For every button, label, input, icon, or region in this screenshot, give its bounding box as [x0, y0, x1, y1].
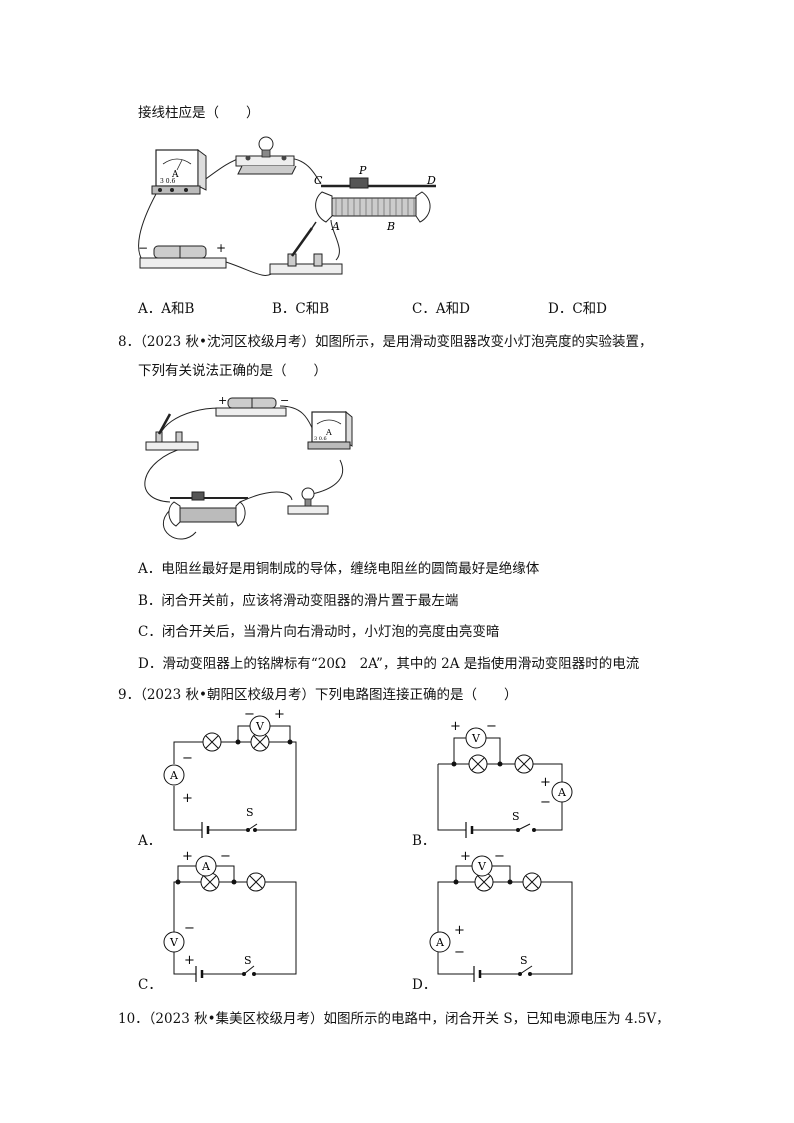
- switch-label: S: [244, 954, 252, 967]
- circuit-a-figure: V A S − + − +: [163, 707, 297, 838]
- svg-text:+: +: [182, 849, 193, 864]
- svg-text:+: +: [274, 707, 285, 722]
- switch-label: S: [512, 810, 520, 823]
- ammeter-scale-text: 3 0.6: [314, 436, 327, 442]
- ammeter-label: A: [169, 769, 179, 782]
- light-bulb-device: [287, 487, 329, 515]
- svg-text:−: −: [540, 795, 551, 810]
- q10-stem: 10．（2023 秋•集美区校级月考）如图所示的电路中，闭合开关 S，已知电源电…: [118, 1011, 670, 1027]
- q7-option-b[interactable]: B．C和B: [272, 301, 330, 317]
- terminal-A-label: A: [331, 220, 340, 233]
- switch-label: S: [246, 806, 254, 819]
- battery-device: − +: [138, 241, 227, 269]
- q8-option-b[interactable]: B．闭合开关前，应该将滑动变阻器的滑片置于最左端: [138, 593, 459, 609]
- svg-text:−: −: [454, 945, 465, 960]
- ammeter-scale-text: 3 0.6: [160, 178, 175, 185]
- circuit-d-figure: V A S + − + −: [429, 849, 573, 982]
- ammeter-label: A: [325, 428, 332, 437]
- ammeter-label: A: [201, 860, 211, 873]
- rheostat-device: C D P A B: [314, 164, 436, 233]
- q9-option-b[interactable]: B．: [412, 833, 436, 849]
- switch-device: [145, 413, 199, 451]
- q8-stem-line1: 8．（2023 秋•沈河区校级月考）如图所示，是用滑动变阻器改变小灯泡亮度的实验…: [118, 334, 653, 350]
- svg-text:+: +: [184, 953, 195, 968]
- q7-apparatus-figure: A 3 0.6 C D P A B − +: [138, 136, 436, 276]
- slider-P-label: P: [358, 164, 367, 177]
- svg-text:−: −: [494, 849, 505, 864]
- svg-text:−: −: [244, 707, 255, 722]
- svg-text:−: −: [220, 849, 231, 864]
- svg-text:+: +: [450, 719, 461, 734]
- q8-option-a[interactable]: A．电阻丝最好是用铜制成的导体，缠绕电阻丝的圆筒最好是绝缘体: [138, 561, 540, 577]
- svg-text:+: +: [454, 923, 465, 938]
- voltmeter-label: V: [477, 860, 487, 873]
- q9-option-c[interactable]: C．: [138, 977, 162, 993]
- switch-label: S: [520, 954, 528, 967]
- q9-option-d[interactable]: D．: [412, 977, 437, 993]
- svg-text:−: −: [486, 719, 497, 734]
- light-bulb-device: [235, 136, 297, 175]
- q9-option-a[interactable]: A．: [138, 833, 162, 849]
- svg-text:+: +: [540, 775, 551, 790]
- battery-plus: +: [218, 394, 227, 407]
- terminal-C-label: C: [314, 174, 323, 187]
- q8-stem-line2: 下列有关说法正确的是（ ）: [138, 363, 327, 379]
- battery-minus: −: [138, 241, 148, 255]
- ammeter-device: A 3 0.6: [151, 149, 207, 195]
- terminal-B-label: B: [386, 220, 395, 233]
- svg-text:−: −: [182, 751, 193, 766]
- voltmeter-label: V: [169, 936, 179, 949]
- q7-option-c[interactable]: C．A和D: [412, 301, 470, 317]
- voltmeter-label: V: [255, 720, 265, 733]
- q8-apparatus-figure: + − A 3 0.6: [144, 394, 353, 540]
- switch-device: [269, 221, 343, 275]
- battery-device: + −: [215, 394, 289, 417]
- terminal-D-label: D: [426, 174, 436, 187]
- q8-option-d[interactable]: D．滑动变阻器上的铭牌标有“20Ω 2A”，其中的 2A 是指使用滑动变阻器时的…: [138, 656, 640, 672]
- battery-plus: +: [216, 241, 226, 255]
- q7-option-a[interactable]: A．A和B: [138, 301, 195, 317]
- circuit-b-figure: V A S + − + −: [437, 719, 573, 838]
- svg-text:+: +: [460, 849, 471, 864]
- voltmeter-label: V: [471, 732, 481, 745]
- ammeter-label: A: [557, 786, 567, 799]
- rheostat-device: [168, 491, 248, 527]
- ammeter-label: A: [171, 170, 179, 180]
- battery-minus: −: [280, 394, 289, 407]
- q9-stem: 9．（2023 秋•朝阳区校级月考）下列电路图连接正确的是（ ）: [118, 687, 518, 703]
- svg-text:+: +: [182, 791, 193, 806]
- ammeter-device: A 3 0.6: [307, 410, 353, 450]
- ammeter-label: A: [435, 936, 445, 949]
- q7-option-d[interactable]: D．C和D: [548, 301, 607, 317]
- q8-option-c[interactable]: C．闭合开关后，当滑片向右滑动时，小灯泡的亮度由亮变暗: [138, 624, 500, 640]
- svg-text:−: −: [184, 921, 195, 936]
- q7-stem-tail: 接线柱应是（ ）: [138, 105, 260, 121]
- circuit-c-figure: A V S + − − +: [163, 849, 297, 982]
